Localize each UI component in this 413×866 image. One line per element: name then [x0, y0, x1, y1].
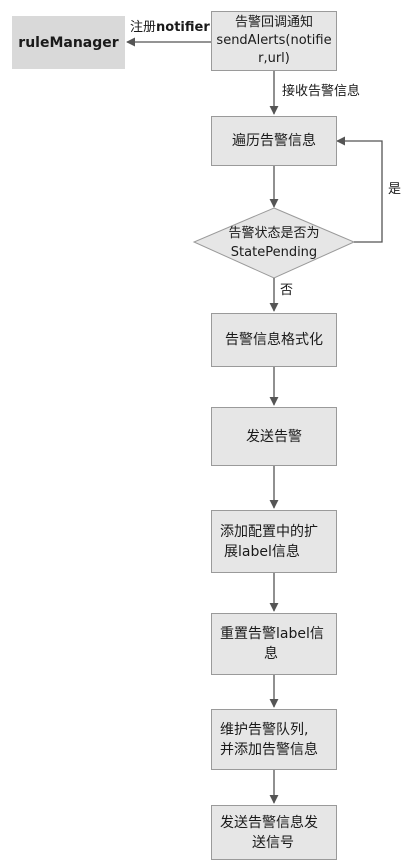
register-bold: notifier: [156, 20, 210, 35]
step7-line2: 并添加告警信息: [220, 741, 318, 758]
receive-alert-label: 接收告警信息: [282, 84, 361, 99]
step6-line2: 息: [264, 646, 278, 662]
step1-line2: sendAlerts(notifie: [216, 33, 332, 48]
step1-line3: r,url): [258, 51, 290, 66]
step7-line1: 维护告警队列,: [220, 721, 309, 738]
step-add-extra-labels: 添加配置中的扩 展label信息: [211, 510, 337, 573]
rule-manager-label: ruleManager: [18, 34, 119, 51]
step5-line2: 展label信息: [224, 543, 300, 560]
step-alert-callback: 告警回调通知 sendAlerts(notifie r,url): [211, 11, 337, 71]
arrow-yes-loop: [336, 136, 383, 243]
decision-line2: StatePending: [230, 245, 318, 260]
step8-line1: 发送告警信息发: [220, 814, 318, 831]
decision-text: 告警状态是否为 StatePending: [204, 224, 344, 262]
step8-line2: 送信号: [252, 834, 294, 851]
step6-line1: 重置告警label信: [220, 626, 324, 642]
step2-label: 遍历告警信息: [232, 133, 316, 149]
step5-line1: 添加配置中的扩: [220, 523, 318, 540]
step-iterate-alerts: 遍历告警信息: [211, 116, 337, 166]
rule-manager-box: ruleManager: [12, 16, 125, 69]
no-label: 否: [280, 283, 294, 298]
step1-line1: 告警回调通知: [234, 15, 313, 30]
decision-line1: 告警状态是否为: [228, 226, 320, 241]
yes-label: 是: [388, 182, 402, 197]
step-format-alerts: 告警信息格式化: [211, 313, 337, 367]
step-send-alerts: 发送告警: [211, 407, 337, 466]
step-send-signal: 发送告警信息发 送信号: [211, 805, 337, 860]
step4-label: 发送告警: [246, 428, 302, 445]
register-prefix: 注册: [130, 20, 157, 35]
step3-label: 告警信息格式化: [225, 332, 323, 348]
step-reset-labels: 重置告警label信 息: [211, 613, 337, 675]
register-notifier-label: 注册notifier: [130, 20, 210, 36]
step-maintain-queue: 维护告警队列, 并添加告警信息: [211, 709, 337, 770]
